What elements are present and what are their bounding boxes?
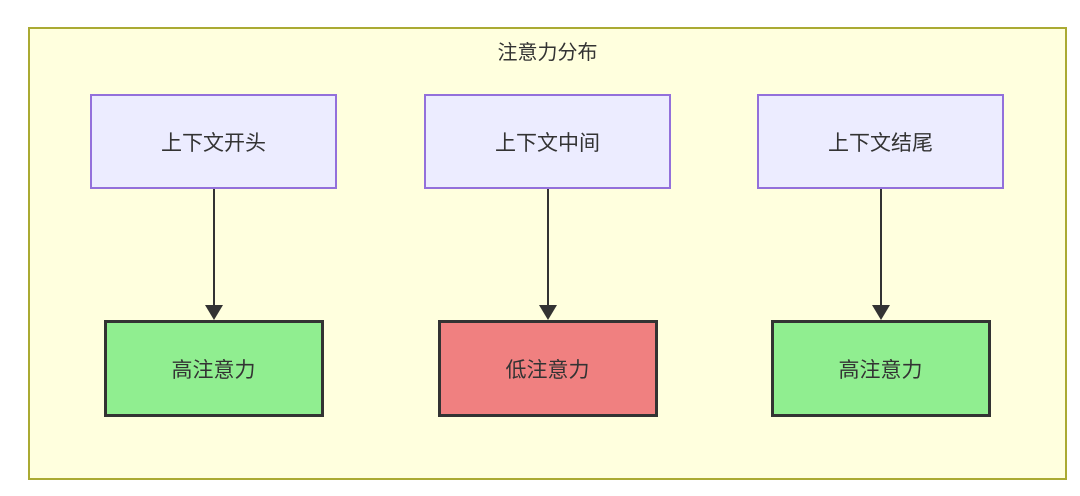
node-context-start: 上下文开头 bbox=[90, 94, 337, 189]
arrow-head-icon bbox=[538, 305, 557, 320]
node-attention-result-3: 高注意力 bbox=[770, 320, 991, 417]
column-context-middle: 上下文中间 低注意力 bbox=[424, 94, 671, 417]
attention-distribution-group: 注意力分布 上下文开头 高注意力 上下文中间 低注意力 bbox=[28, 27, 1067, 480]
node-label: 上下文中间 bbox=[495, 131, 600, 155]
arrow-shaft bbox=[879, 189, 882, 305]
node-label: 上下文开头 bbox=[161, 131, 266, 155]
column-context-start: 上下文开头 高注意力 bbox=[90, 94, 337, 417]
node-label: 高注意力 bbox=[838, 358, 923, 382]
column-context-end: 上下文结尾 高注意力 bbox=[757, 94, 1004, 417]
arrow-down-1 bbox=[204, 189, 223, 320]
arrow-head-icon bbox=[204, 305, 223, 320]
arrow-shaft bbox=[546, 189, 549, 305]
node-context-end: 上下文结尾 bbox=[757, 94, 1004, 189]
arrow-shaft bbox=[212, 189, 215, 305]
arrow-down-2 bbox=[538, 189, 557, 320]
node-label: 高注意力 bbox=[171, 358, 256, 382]
diagram-title: 注意力分布 bbox=[497, 42, 598, 64]
node-attention-result-2: 低注意力 bbox=[437, 320, 658, 417]
node-label: 上下文结尾 bbox=[828, 131, 933, 155]
node-attention-result-1: 高注意力 bbox=[103, 320, 324, 417]
node-label: 低注意力 bbox=[505, 358, 590, 382]
arrow-head-icon bbox=[871, 305, 890, 320]
node-context-middle: 上下文中间 bbox=[424, 94, 671, 189]
arrow-down-3 bbox=[871, 189, 890, 320]
